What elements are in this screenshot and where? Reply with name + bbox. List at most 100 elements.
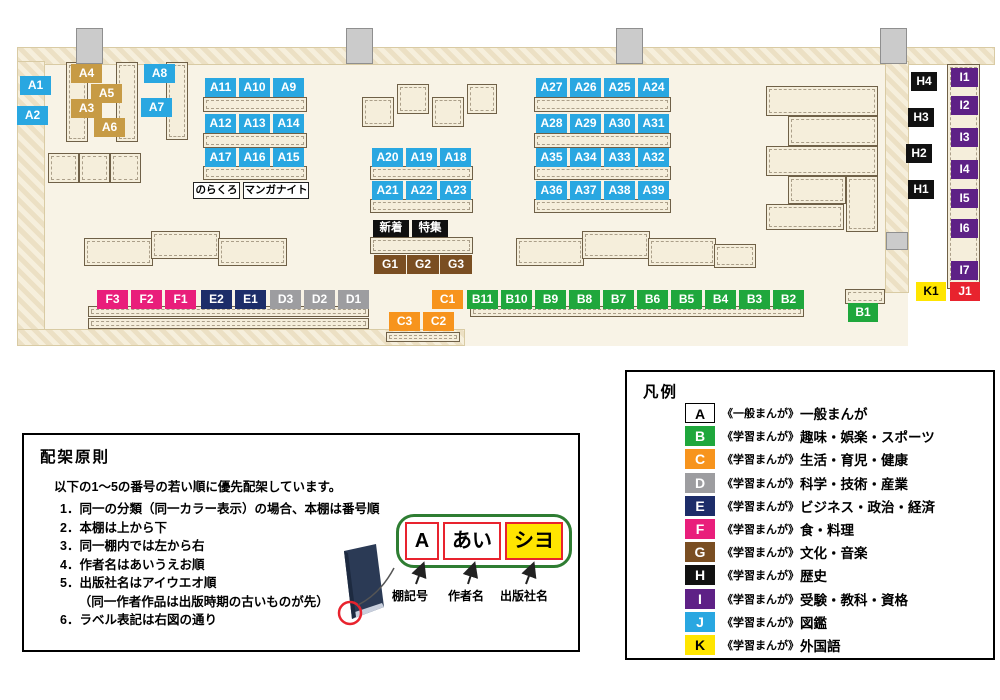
shelf-label-E2: E2 <box>201 290 232 309</box>
shelf-label-I5: I5 <box>951 189 978 208</box>
caption-author-name: 作者名 <box>448 589 485 603</box>
legend-kind: 《一般まんが》 <box>722 408 799 420</box>
legend-row-F: F 《学習まんが》食・料理 <box>685 518 854 540</box>
shelf-label-A39: A39 <box>638 181 669 200</box>
legend-row-E: E《学習まんが》ビジネス・政治・経済 <box>685 495 935 517</box>
shelf-label-H3: H3 <box>908 108 934 127</box>
shelf-block <box>203 133 307 148</box>
legend-row-B: B《学習まんが》趣味・娯楽・スポーツ <box>685 425 935 447</box>
legend-category-name: 食・料理 <box>800 523 854 538</box>
shelf-label-I7: I7 <box>951 261 978 280</box>
shelf-block <box>516 238 584 266</box>
shelf-label-D2: D2 <box>304 290 335 309</box>
shelf-label-A19: A19 <box>406 148 437 167</box>
legend-kind: 《学習まんが》 <box>722 454 799 467</box>
caption-shelf-code: 棚記号 <box>392 589 429 603</box>
shelf-label-A30: A30 <box>604 114 635 133</box>
shelf-block <box>432 97 464 127</box>
wall-band <box>885 61 909 293</box>
legend-category-name: 生活・育児・健康 <box>800 453 908 469</box>
legend-kind: 《学習まんが》 <box>722 431 799 444</box>
principle-item: （同一作者作品は出版時期の古いものが先） <box>60 594 329 609</box>
legend-kind: 《学習まんが》 <box>722 500 799 513</box>
shelf-label-A35: A35 <box>536 148 567 167</box>
map-text-label: のらくろ <box>193 182 240 199</box>
label-example-box-0: A <box>405 522 439 560</box>
shelf-block <box>397 84 429 114</box>
legend-kind: 《学習まんが》 <box>722 524 799 536</box>
shelf-label-A20: A20 <box>372 148 403 167</box>
shelf-block <box>203 166 307 180</box>
shelf-block <box>370 199 473 213</box>
shelf-label-E1: E1 <box>235 290 266 309</box>
shelf-label-J1: J1 <box>950 282 980 301</box>
shelf-label-H1: H1 <box>908 180 934 199</box>
legend-kind: 《学習まんが》 <box>722 616 799 629</box>
legend-row-D: D《学習まんが》科学・技術・産業 <box>685 472 908 494</box>
shelf-label-B4: B4 <box>705 290 736 309</box>
shelf-label-A11: A11 <box>205 78 236 97</box>
shelving-principles-panel: 配架原則 以下の1～5の番号の若い順に優先配架しています。 1．同一の分類（同一… <box>22 433 580 652</box>
shelf-label-A18: A18 <box>440 148 471 167</box>
shelf-label-B7: B7 <box>603 290 634 309</box>
shelf-label-C3: C3 <box>389 312 420 331</box>
shelf-block <box>534 97 671 112</box>
shelf-label-A13: A13 <box>239 114 270 133</box>
shelf-label-A37: A37 <box>570 181 601 200</box>
shelf-label-B6: B6 <box>637 290 668 309</box>
shelf-label-G1: G1 <box>374 255 406 274</box>
shelf-label-A3: A3 <box>71 99 102 118</box>
principle-item: 3．同一棚内では左から右 <box>60 539 205 553</box>
legend-row-A: A《一般まんが》一般まんが <box>685 402 868 424</box>
shelf-block <box>766 204 844 230</box>
shelf-block <box>714 244 756 268</box>
shelf-block <box>582 231 650 259</box>
legend-row-I: I《学習まんが》受験・教科・資格 <box>685 588 908 610</box>
shelf-label-B8: B8 <box>569 290 600 309</box>
shelf-label-A4: A4 <box>71 64 102 83</box>
shelf-block <box>84 238 153 266</box>
shelf-label-A33: A33 <box>604 148 635 167</box>
legend-key-J: J <box>685 611 715 632</box>
legend-kind: 《学習まんが》 <box>722 640 799 652</box>
legend-category-name: 一般まんが <box>800 407 868 422</box>
wall-band <box>17 61 45 331</box>
shelf-label-I4: I4 <box>951 160 978 179</box>
wall-band <box>17 329 465 346</box>
legend-kind: 《学習まんが》 <box>722 477 799 490</box>
shelf-label-A7: A7 <box>141 98 172 117</box>
shelf-block <box>218 238 287 266</box>
shelf-label-A22: A22 <box>406 181 437 200</box>
map-text-label: 特集 <box>412 220 448 237</box>
pillar <box>886 232 908 250</box>
shelf-label-I2: I2 <box>951 96 978 115</box>
label-example-box-2: シヨ <box>505 522 563 560</box>
shelf-block <box>845 289 885 304</box>
shelf-block <box>648 238 716 266</box>
legend-category-name: 外国語 <box>800 639 841 654</box>
shelf-block <box>534 166 671 180</box>
shelf-label-B5: B5 <box>671 290 702 309</box>
shelf-block <box>788 176 846 204</box>
pillar <box>880 28 907 64</box>
legend-key-G: G <box>685 542 715 563</box>
shelf-label-C2: C2 <box>423 312 454 331</box>
principle-item: 2．本棚は上から下 <box>60 520 167 535</box>
shelf-block <box>110 153 141 183</box>
legend-key-D: D <box>685 472 715 493</box>
legend-key-F: F <box>685 519 715 539</box>
legend-kind: 《学習まんが》 <box>722 570 799 583</box>
legend-category-name: ビジネス・政治・経済 <box>800 499 935 515</box>
shelf-label-A34: A34 <box>570 148 601 167</box>
shelf-label-K1: K1 <box>916 282 946 301</box>
shelf-label-A2: A2 <box>17 106 48 125</box>
wall-band <box>17 47 995 65</box>
legend-row-G: G《学習まんが》文化・音楽 <box>685 541 868 563</box>
principle-item: 5．出版社名はアイウエオ順 <box>60 576 217 590</box>
legend-key-I: I <box>685 588 715 609</box>
shelf-block <box>88 318 369 329</box>
legend-key-B: B <box>685 426 715 447</box>
